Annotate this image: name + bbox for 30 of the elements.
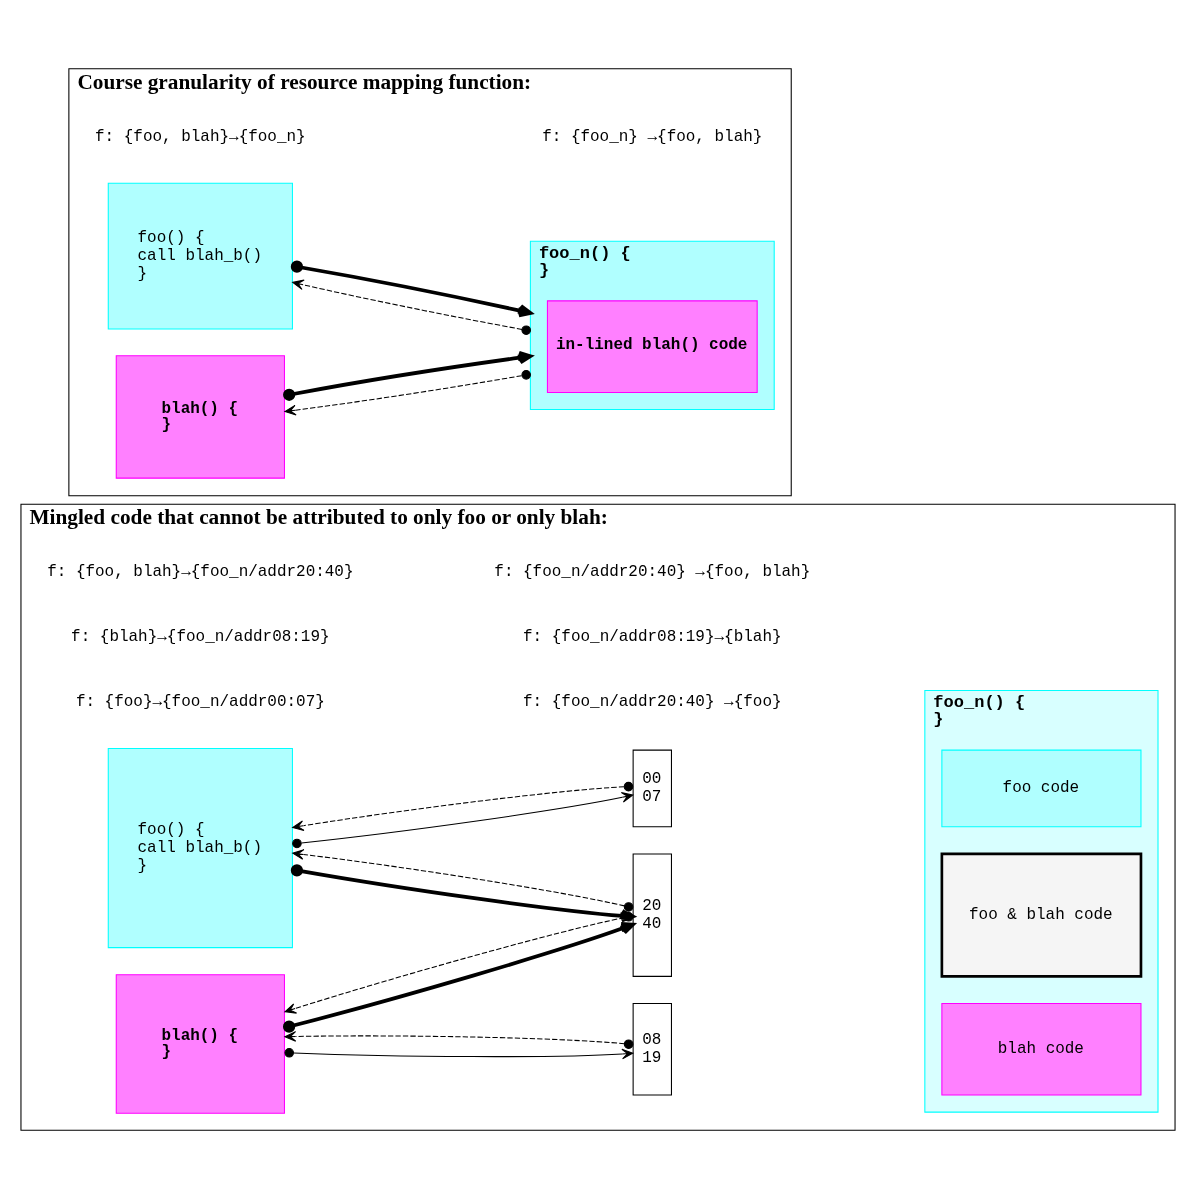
label: f: {foo_n/addr20:40} →{foo, blah} (494, 563, 811, 582)
arrow (292, 781, 634, 831)
node-box: 08 19 (632, 1003, 672, 1096)
node-box: blah() { } (115, 355, 285, 479)
arrow (284, 912, 634, 1014)
node-box: 00 07 (632, 749, 672, 828)
arrow (292, 849, 634, 912)
label: f: {blah}→{foo_n/addr08:19} (71, 628, 330, 647)
node-box: blah code (941, 1003, 1142, 1096)
node-box: foo code (941, 749, 1142, 828)
label: f: {foo, blah}→{foo_n/addr20:40} (47, 563, 354, 582)
node-box: blah() { } (115, 974, 285, 1114)
label: f: {foo}→{foo_n/addr00:07} (75, 692, 325, 711)
label: f: {foo_n/addr20:40} →{foo} (523, 692, 782, 711)
label: f: {foo, blah}→{foo_n} (95, 127, 306, 146)
node-box: foo & blah code (940, 852, 1143, 978)
arrow (284, 370, 531, 416)
arrow (284, 1031, 634, 1049)
arrow (282, 921, 635, 1033)
node-box: foo() { call blah_b() } (107, 182, 293, 330)
arrow (290, 260, 533, 318)
arrow (292, 792, 634, 849)
node-box: foo() { call blah_b() } (107, 748, 293, 949)
arrow (283, 351, 533, 401)
label: f: {foo_n/addr08:19}→{blah} (523, 628, 782, 647)
arrow (290, 864, 635, 923)
node-box: in-lined blah() code (546, 300, 758, 393)
arrow (284, 1048, 634, 1060)
node-box: 20 40 (632, 853, 672, 977)
label: f: {foo_n} →{foo, blah} (542, 127, 763, 146)
